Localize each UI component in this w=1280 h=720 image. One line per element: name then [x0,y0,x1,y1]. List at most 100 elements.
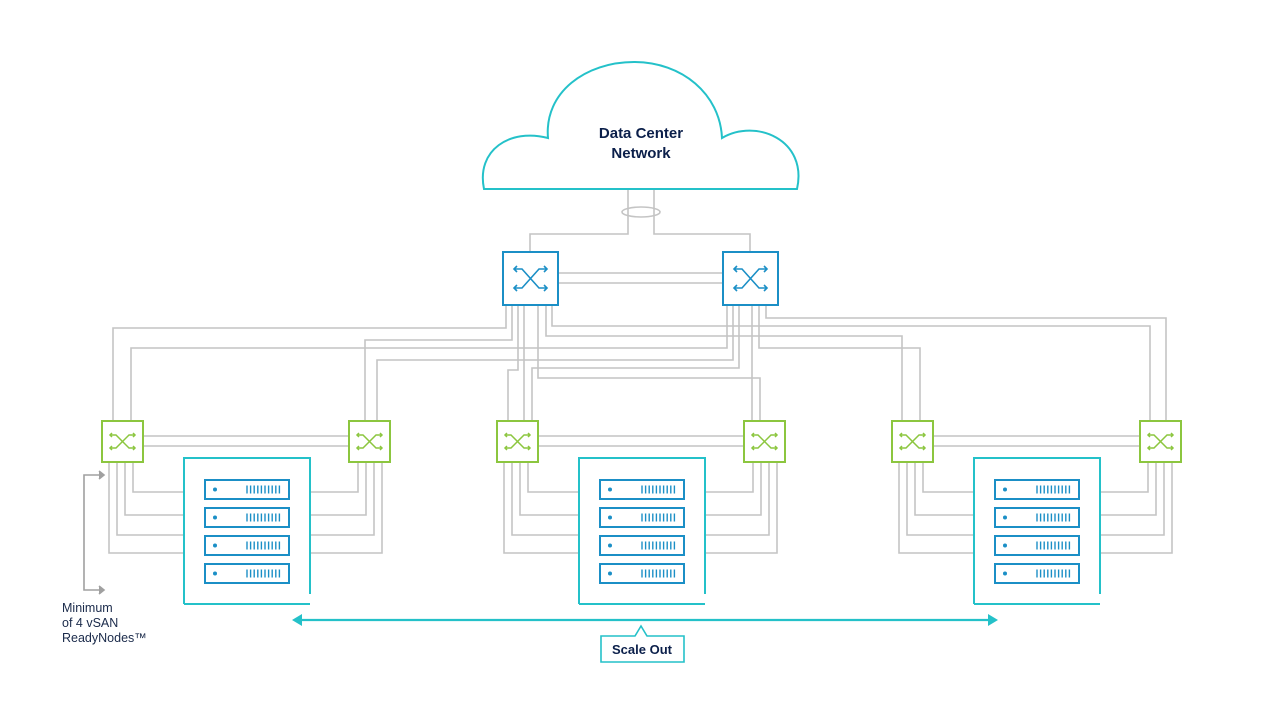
server-led-icon [608,515,612,520]
wire-spine1-leaf2 [364,305,513,421]
wire-spine1-leaf5 [545,305,903,421]
scale-out-arrow [292,614,998,626]
wire-rack1-r2 [310,462,367,516]
wire-spine1-leaf6 [551,305,1151,421]
wire-rack1-l4 [108,462,184,554]
rack-1 [183,457,311,605]
scale-out-badge [600,624,685,663]
leaf-switch-3 [496,420,539,463]
server-unit [994,479,1080,500]
wire-spine2-leaf1 [130,305,728,421]
switch-arrows-icon [732,265,769,292]
server-led-icon [213,543,217,548]
rack-3 [973,457,1101,605]
server-unit [204,479,290,500]
wire-rack3-r4 [1099,462,1173,554]
wire-rack3-l1 [922,462,974,493]
rack-2 [578,457,706,605]
wire-spine1-leaf1 [112,305,507,421]
arrow-right-icon [988,614,998,626]
wire-rack2-r4 [704,462,778,554]
switch-arrows-icon [503,432,532,451]
scale-out-label: Scale Out [612,642,673,657]
server-unit [994,563,1080,584]
wire-spine2-leaf5 [758,305,921,421]
cloud-title-line2: Network [611,145,671,162]
wire-rack2-r2 [704,462,762,516]
server-led-icon [1003,571,1007,576]
cloud-title-line1: Data Center [599,125,683,142]
wire-rack3-r3 [1099,462,1165,536]
server-unit [204,563,290,584]
switch-arrows-icon [355,432,384,451]
wire-spine2-leaf2 [376,305,734,421]
wire-rack1-r3 [310,462,375,536]
wire-rack2-l3 [511,462,579,536]
server-unit [204,507,290,528]
minimum-note-line2: of 4 vSAN [62,616,118,630]
minimum-note-line1: Minimum [62,601,113,615]
server-racks [183,457,1101,605]
leaf-switch-5 [891,420,934,463]
server-unit [599,563,685,584]
server-led-icon [1003,515,1007,520]
wire-rack3-l4 [898,462,974,554]
link-bundle-ring [621,206,661,218]
server-led-icon [608,487,612,492]
wire-rack3-r2 [1099,462,1157,516]
wire-rack2-l1 [527,462,579,493]
server-led-icon [213,515,217,520]
rack-frame [973,457,1101,604]
connection-wires [108,190,1173,554]
wire-rack3-l2 [914,462,974,516]
server-unit [599,535,685,556]
server-led-icon [213,487,217,492]
server-unit [599,507,685,528]
server-led-icon [608,571,612,576]
leaf-switch-4 [743,420,786,463]
leaf-switch-6 [1139,420,1182,463]
minimum-bracket [83,470,106,595]
server-unit [994,535,1080,556]
wire-rack2-l4 [503,462,579,554]
wire-rack1-l1 [132,462,184,493]
leaf-switch-1 [101,420,144,463]
server-led-icon [213,571,217,576]
server-led-icon [1003,543,1007,548]
cloud-icon [481,60,800,190]
server-unit [204,535,290,556]
minimum-note-line3: ReadyNodes™ [62,631,147,645]
wire-spine2-leaf6 [765,305,1167,421]
switch-arrows-icon [108,432,137,451]
wire-rack3-l3 [906,462,974,536]
server-unit [994,507,1080,528]
wire-rack1-l2 [124,462,184,516]
wire-rack2-r3 [704,462,770,536]
switch-arrows-icon [750,432,779,451]
arrow-left-icon [292,614,302,626]
leaf-switch-2 [348,420,391,463]
wire-spine1-leaf4 [537,305,761,421]
wire-rack1-l3 [116,462,184,536]
rack-frame [578,457,706,604]
server-led-icon [1003,487,1007,492]
switch-arrows-icon [512,265,549,292]
rack-frame [183,457,311,604]
wire-rack2-r1 [704,462,754,493]
wire-cloud-spine-1 [529,190,629,252]
switch-arrows-icon [1146,432,1175,451]
server-led-icon [608,543,612,548]
wire-rack1-r4 [310,462,383,554]
server-unit [599,479,685,500]
wire-rack1-r1 [310,462,359,493]
wire-rack3-r1 [1099,462,1149,493]
wire-cloud-spine-2 [653,190,751,252]
spine-switch-1 [502,251,559,306]
spine-switch-box [722,251,779,306]
wire-spine2-leaf3 [531,305,740,421]
switch-arrows-icon [898,432,927,451]
wire-spine1-leaf3 [507,305,519,421]
spine-switch-2 [722,251,779,306]
wire-rack2-l2 [519,462,579,516]
